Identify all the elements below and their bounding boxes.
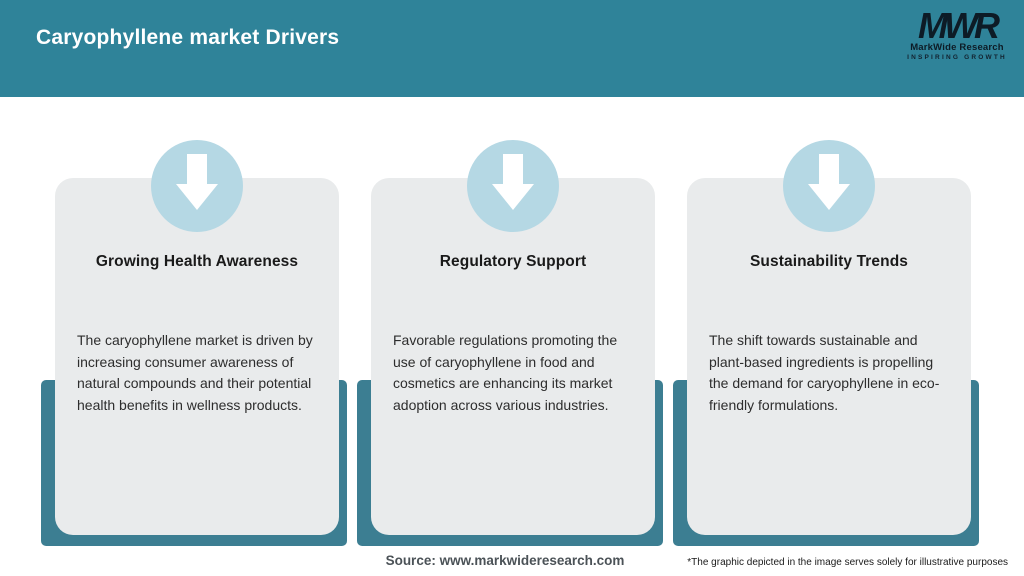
page-title: Caryophyllene market Drivers: [36, 26, 340, 49]
card-body-text: Favorable regulations promoting the use …: [393, 332, 618, 413]
card-title: Regulatory Support: [439, 253, 587, 270]
down-arrow-icon: [151, 140, 243, 232]
mwr-logo-acronym: MWR: [918, 5, 1000, 46]
disclaimer-note: *The graphic depicted in the image serve…: [687, 557, 1008, 568]
driver-card: [687, 178, 971, 535]
mwr-logo: MWR MarkWide Research INSPIRING GROWTH: [902, 5, 1012, 62]
card-title: Sustainability Trends: [749, 253, 908, 270]
driver-card: [371, 178, 655, 535]
card-body-text: The caryophyllene market is driven by in…: [77, 332, 313, 413]
source-attribution: Source: www.markwideresearch.com: [385, 553, 625, 568]
driver-card: [55, 178, 339, 535]
down-arrow-icon: [467, 140, 559, 232]
header-bar: Caryophyllene market Drivers MWR MarkWid…: [0, 0, 1024, 97]
down-arrow-icon: [783, 140, 875, 232]
mwr-logo-name: MarkWide Research: [910, 42, 1004, 53]
mwr-logo-tagline: INSPIRING GROWTH: [907, 54, 1007, 61]
card-title: Growing Health Awareness: [95, 253, 299, 270]
card-body-text: The shift towards sustainable and plant-…: [709, 332, 940, 413]
